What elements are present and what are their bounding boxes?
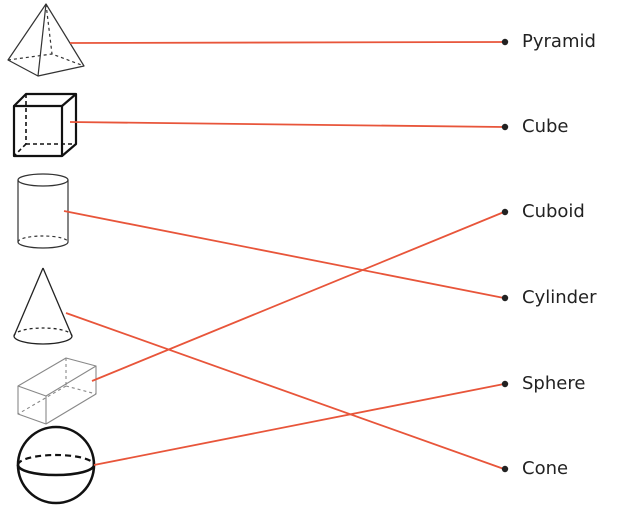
- sphere-icon: [16, 425, 96, 505]
- label-cylinder[interactable]: Cylinder: [522, 287, 597, 308]
- label-pyramid[interactable]: Pyramid: [522, 31, 596, 52]
- connector-line[interactable]: [69, 121, 505, 128]
- pyramid-icon: [7, 3, 85, 77]
- connector-line[interactable]: [93, 383, 505, 466]
- connector-line[interactable]: [63, 210, 505, 299]
- endpoint-dots: [501, 38, 509, 473]
- connector-lines: [63, 41, 505, 470]
- endpoint-dot: [501, 38, 509, 46]
- connector-line[interactable]: [69, 41, 505, 44]
- endpoint-dot: [501, 294, 509, 302]
- endpoint-dot: [501, 123, 509, 131]
- cuboid-icon: [17, 357, 97, 425]
- cylinder-icon: [17, 173, 69, 249]
- connector-line[interactable]: [91, 211, 505, 382]
- endpoint-dot: [501, 380, 509, 388]
- connector-line[interactable]: [65, 312, 505, 470]
- label-cuboid[interactable]: Cuboid: [522, 201, 585, 222]
- label-sphere[interactable]: Sphere: [522, 373, 586, 394]
- endpoint-dot: [501, 465, 509, 473]
- label-cone[interactable]: Cone: [522, 458, 569, 479]
- endpoint-dot: [501, 208, 509, 216]
- cone-icon: [13, 267, 73, 345]
- label-cube[interactable]: Cube: [522, 116, 569, 137]
- cube-icon: [12, 92, 78, 158]
